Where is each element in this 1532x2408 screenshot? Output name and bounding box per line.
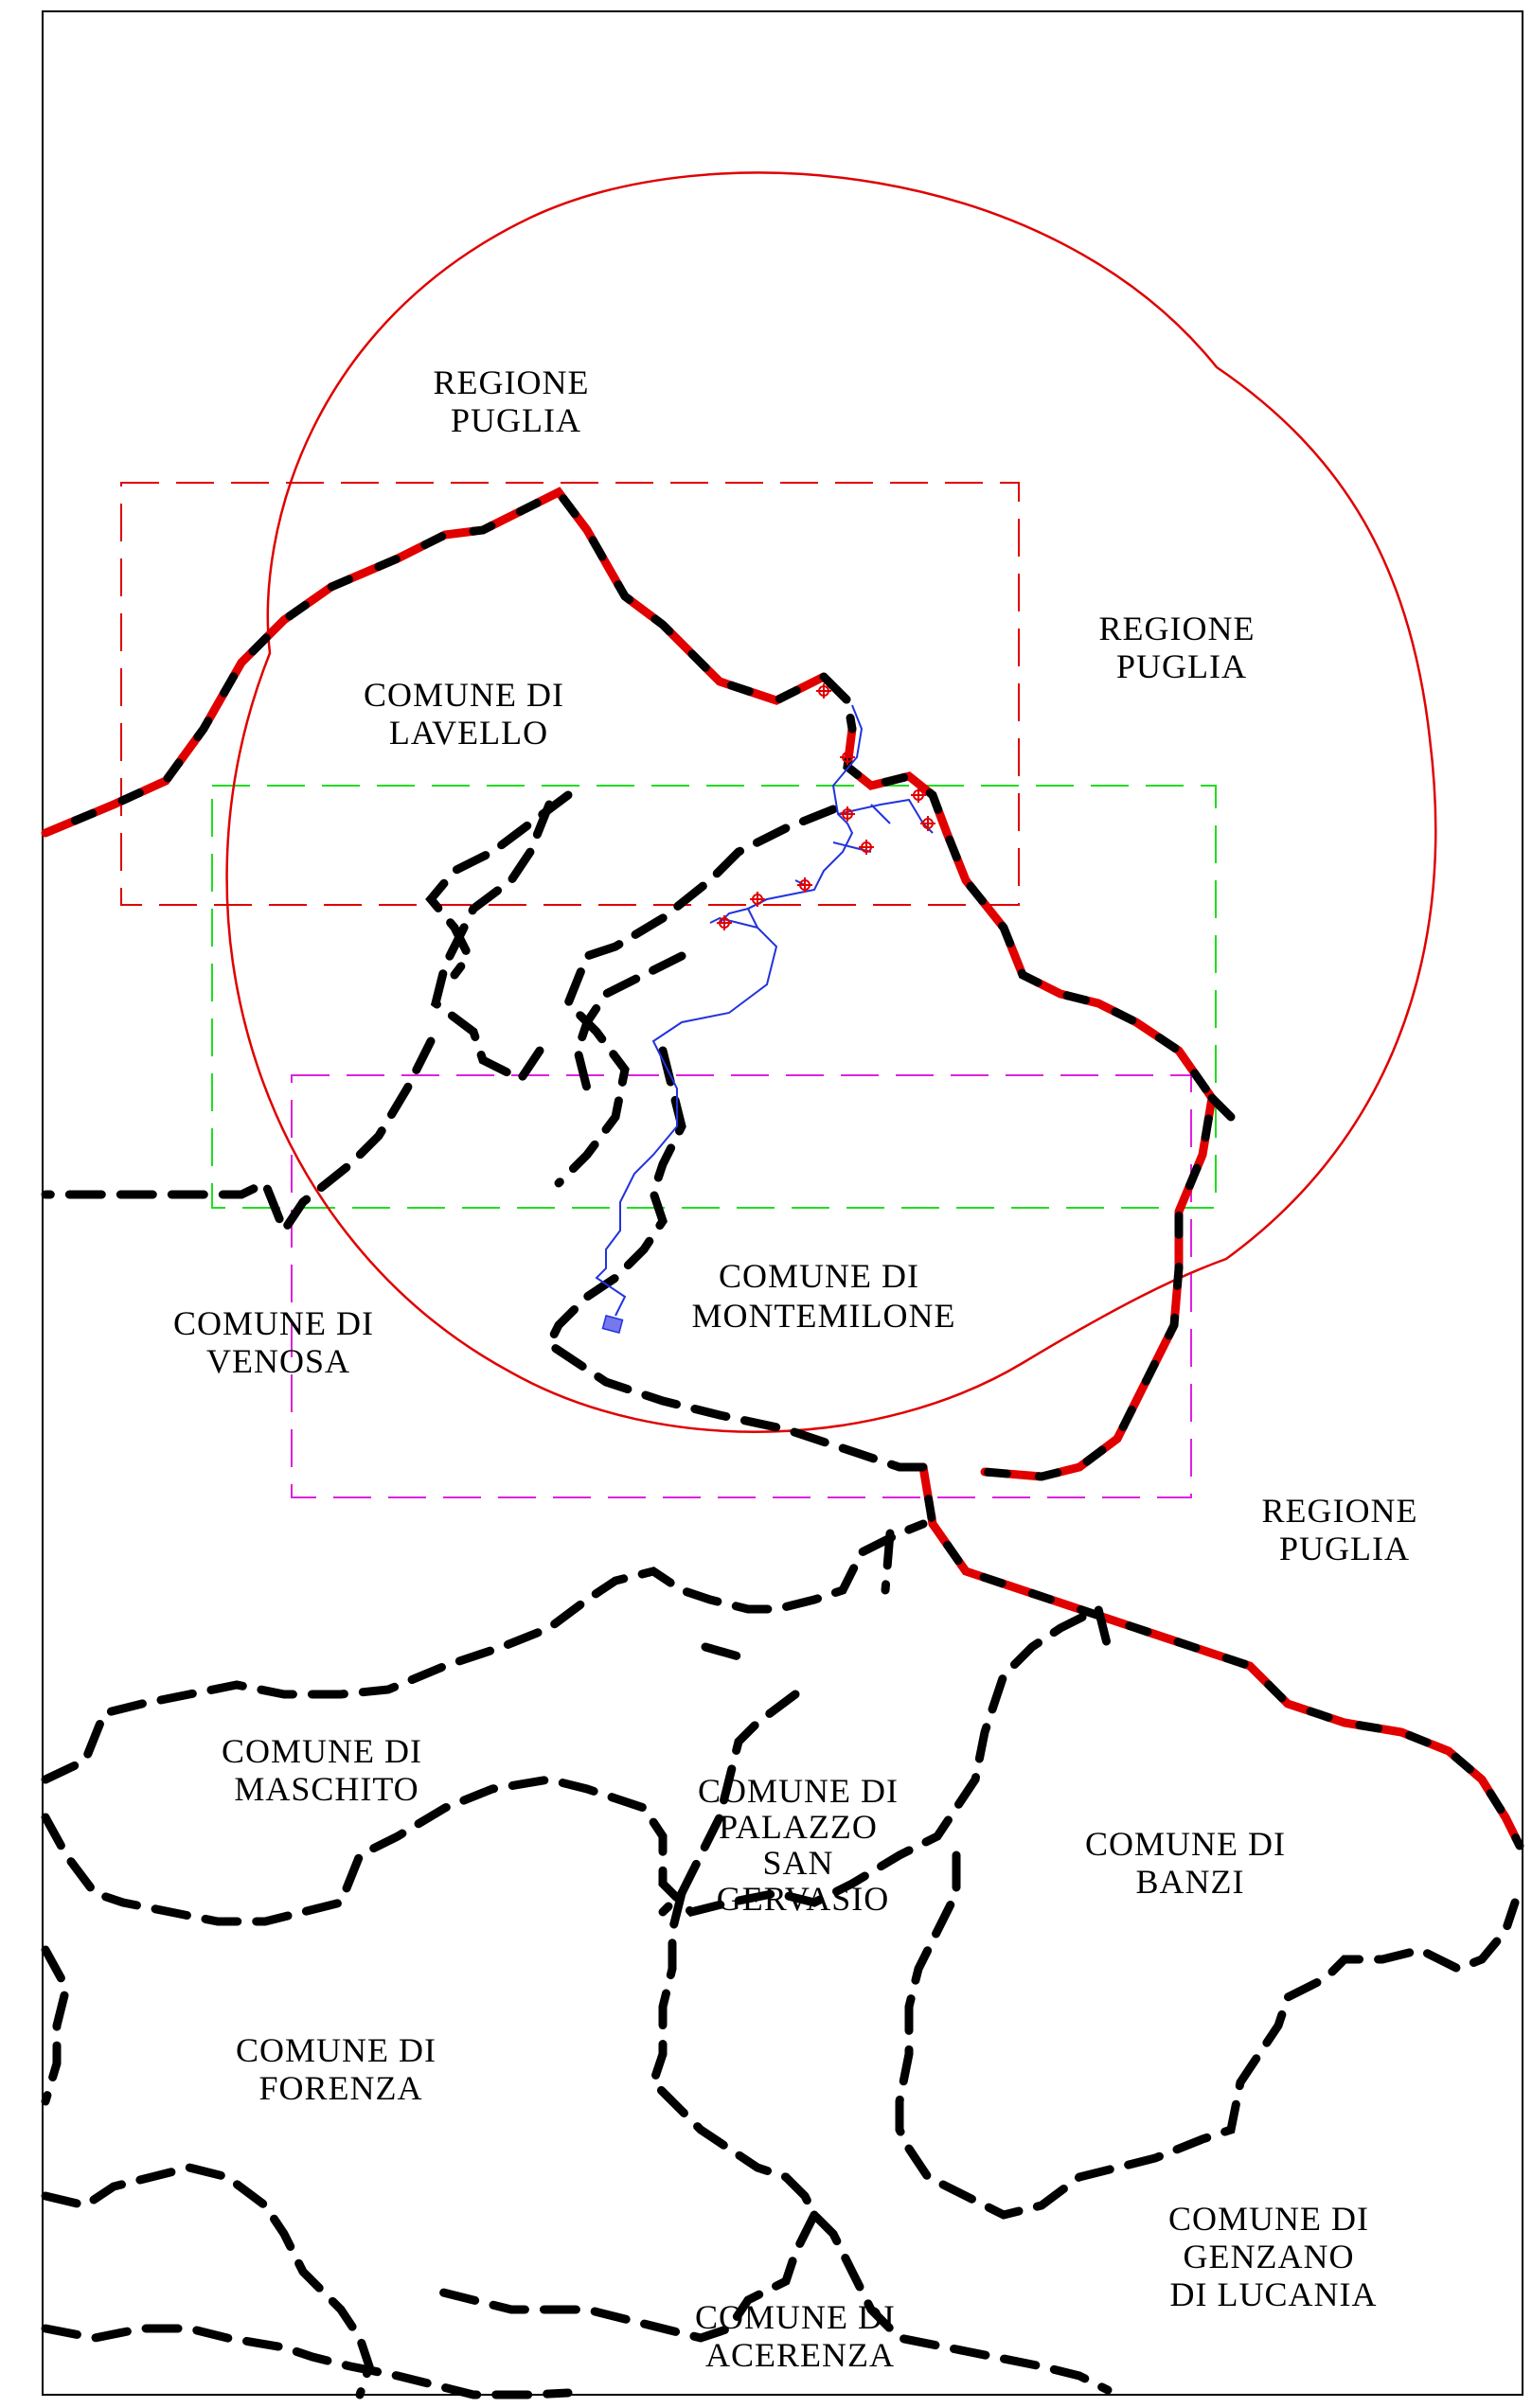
- regional-boundary: [41, 487, 1524, 1850]
- label-line: MASCHITO: [234, 1770, 419, 1808]
- municipal-boundaries: [41, 672, 1520, 2399]
- substation-icon: [601, 1314, 624, 1335]
- label-line: COMUNE DI: [222, 1732, 422, 1770]
- label-acerenza: COMUNE DI ACERENZA: [695, 2298, 905, 2374]
- turbine-marker-icon: [911, 788, 926, 803]
- label-line: COMUNE DI: [364, 676, 564, 714]
- label-line: FORENZA: [258, 2069, 422, 2107]
- label-line: COMUNE DI: [698, 1772, 899, 1810]
- label-line: BANZI: [1136, 1863, 1245, 1901]
- label-banzi: COMUNE DI BANZI: [1085, 1825, 1295, 1901]
- label-maschito: COMUNE DI MASCHITO: [222, 1732, 432, 1808]
- label-line: COMUNE DI: [236, 2031, 436, 2069]
- label-puglia-southeast: REGIONE PUGLIA: [1262, 1492, 1428, 1567]
- turbine-marker-icon: [797, 877, 812, 893]
- turbine-marker-icon: [859, 840, 874, 855]
- cable-network: [595, 704, 934, 1317]
- label-venosa: COMUNE DI VENOSA: [173, 1304, 383, 1380]
- turbine-marker-icon: [840, 750, 855, 765]
- label-line: REGIONE: [1099, 610, 1256, 647]
- turbine-markers: [717, 683, 935, 930]
- turbine-marker-icon: [717, 915, 732, 930]
- turbine-marker-icon: [750, 892, 765, 907]
- sheet-border: [42, 10, 1523, 2396]
- label-line: COMUNE DI: [1168, 2200, 1369, 2238]
- label-line: MONTEMILONE: [692, 1297, 956, 1335]
- turbine-marker-icon: [816, 683, 831, 699]
- label-line: PUGLIA: [451, 401, 581, 439]
- frame-magenta: [291, 1074, 1192, 1498]
- label-line: REGIONE: [1262, 1492, 1418, 1530]
- label-line: LAVELLO: [389, 714, 548, 752]
- label-line: PUGLIA: [1279, 1530, 1410, 1567]
- label-line: REGIONE: [434, 363, 590, 401]
- frame-green: [211, 785, 1217, 1209]
- label-montemilone: COMUNE DI MONTEMILONE: [692, 1257, 956, 1335]
- label-line: ACERENZA: [705, 2336, 895, 2374]
- label-line: PUGLIA: [1116, 647, 1247, 685]
- label-palazzo-san-gervasio: COMUNE DI PALAZZO SAN GERVASIO: [698, 1772, 908, 1918]
- frame-red: [120, 482, 1020, 906]
- label-line: DI LUCANIA: [1170, 2275, 1378, 2313]
- label-lavello: COMUNE DI LAVELLO: [364, 676, 574, 752]
- label-line: GERVASIO: [717, 1880, 889, 1918]
- label-line: COMUNE DI: [719, 1257, 919, 1295]
- buffer-circle: [225, 171, 1437, 1433]
- turbine-marker-icon: [840, 806, 855, 822]
- label-genzano-di-lucania: COMUNE DI GENZANO DI LUCANIA: [1168, 2200, 1379, 2313]
- label-line: VENOSA: [206, 1342, 350, 1380]
- label-line: SAN: [762, 1844, 833, 1882]
- label-line: PALAZZO: [719, 1808, 878, 1846]
- label-forenza: COMUNE DI FORENZA: [236, 2031, 446, 2107]
- label-line: COMUNE DI: [695, 2298, 896, 2336]
- label-line: COMUNE DI: [173, 1304, 374, 1342]
- label-line: GENZANO: [1184, 2238, 1355, 2275]
- label-line: COMUNE DI: [1085, 1825, 1286, 1863]
- label-puglia-north: REGIONE PUGLIA: [434, 363, 599, 439]
- turbine-marker-icon: [920, 816, 935, 831]
- label-puglia-east: REGIONE PUGLIA: [1099, 610, 1265, 685]
